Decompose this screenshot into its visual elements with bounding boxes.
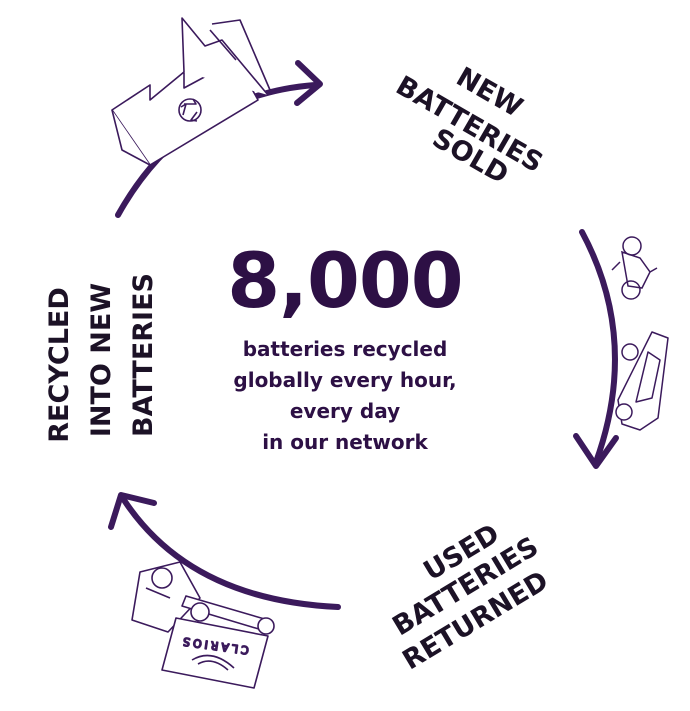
- label-recycled-line-3: BATTERIES: [128, 273, 159, 437]
- headline-number: 8,000: [227, 236, 463, 325]
- arc-new-to-used: [579, 229, 618, 465]
- caption-line-3: every day: [289, 399, 401, 423]
- arc-used-to-recycled: [121, 497, 341, 610]
- label-recycled-into-new: RECYCLED INTO NEW BATTERIES: [44, 273, 159, 443]
- arrowhead-top: [294, 60, 323, 106]
- arrowhead-right: [573, 433, 619, 469]
- label-recycled-line-2: INTO NEW: [86, 283, 117, 437]
- headline-caption: batteries recycled globally every hour, …: [210, 334, 480, 458]
- truck-icon: [131, 561, 275, 635]
- caption-line-4: in our network: [262, 430, 428, 454]
- caption-line-2: globally every hour,: [233, 368, 457, 392]
- motorcycle-icon: [611, 236, 658, 300]
- car-icon: [615, 331, 669, 431]
- label-used-batteries-returned: USED BATTERIES RETURNED: [387, 518, 553, 676]
- factory-recycle-icon: [111, 17, 271, 166]
- label-recycled-line-1: RECYCLED: [44, 287, 75, 443]
- label-new-batteries-sold: NEW BATTERIES SOLD: [390, 62, 548, 191]
- arrowhead-left: [108, 492, 157, 530]
- caption-line-1: batteries recycled: [242, 337, 448, 361]
- battery-icon: CLARIOS: [161, 617, 269, 689]
